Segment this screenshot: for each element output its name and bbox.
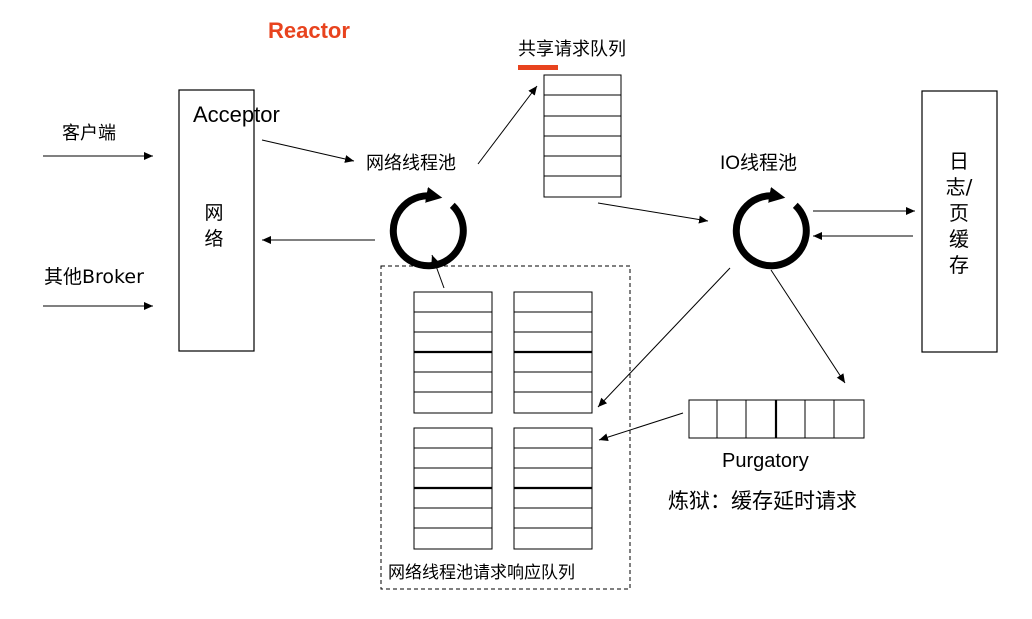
response-queue bbox=[413, 291, 493, 414]
network-thread-pool-cycle-icon bbox=[389, 187, 467, 270]
arrow-pool-to-shared-queue bbox=[477, 85, 538, 165]
purgatory-description: 炼狱：缓存延时请求 bbox=[668, 489, 857, 513]
acceptor-label: Acceptor bbox=[193, 102, 280, 127]
io-thread-pool-label: IO线程池 bbox=[720, 153, 798, 174]
log-page-cache-box bbox=[921, 90, 998, 353]
purgatory-label: Purgatory bbox=[722, 450, 809, 472]
arrow-response-queue-to-pool bbox=[431, 254, 445, 289]
response-queue bbox=[413, 427, 493, 550]
shared-request-queue-label: 共享请求队列 bbox=[518, 39, 626, 60]
arrow-purgatory-to-response-queue bbox=[598, 412, 684, 442]
response-queue bbox=[513, 427, 593, 550]
network-box bbox=[178, 89, 255, 352]
purgatory-queue bbox=[688, 399, 865, 439]
network-label: 网络 bbox=[204, 202, 224, 250]
network-thread-pool-label: 网络线程池 bbox=[366, 153, 456, 174]
io-thread-pool-cycle-icon bbox=[732, 187, 810, 270]
reactor-underline bbox=[518, 65, 558, 70]
response-queues-container bbox=[380, 265, 631, 590]
other-broker-label: 其他Broker bbox=[44, 266, 144, 288]
arrow-acceptor-to-pool bbox=[261, 139, 355, 163]
client-label: 客户端 bbox=[62, 123, 116, 144]
log-page-cache-label: 日志/页缓存 bbox=[945, 149, 973, 277]
reactor-title: Reactor bbox=[268, 18, 350, 43]
response-queue bbox=[513, 291, 593, 414]
arrow-io-to-purgatory bbox=[770, 269, 846, 384]
arrow-shared-queue-to-io bbox=[597, 202, 709, 224]
arrow-io-to-response-queue bbox=[597, 267, 731, 408]
response-queues-label: 网络线程池请求响应队列 bbox=[388, 563, 575, 583]
shared-request-queue bbox=[543, 74, 622, 198]
